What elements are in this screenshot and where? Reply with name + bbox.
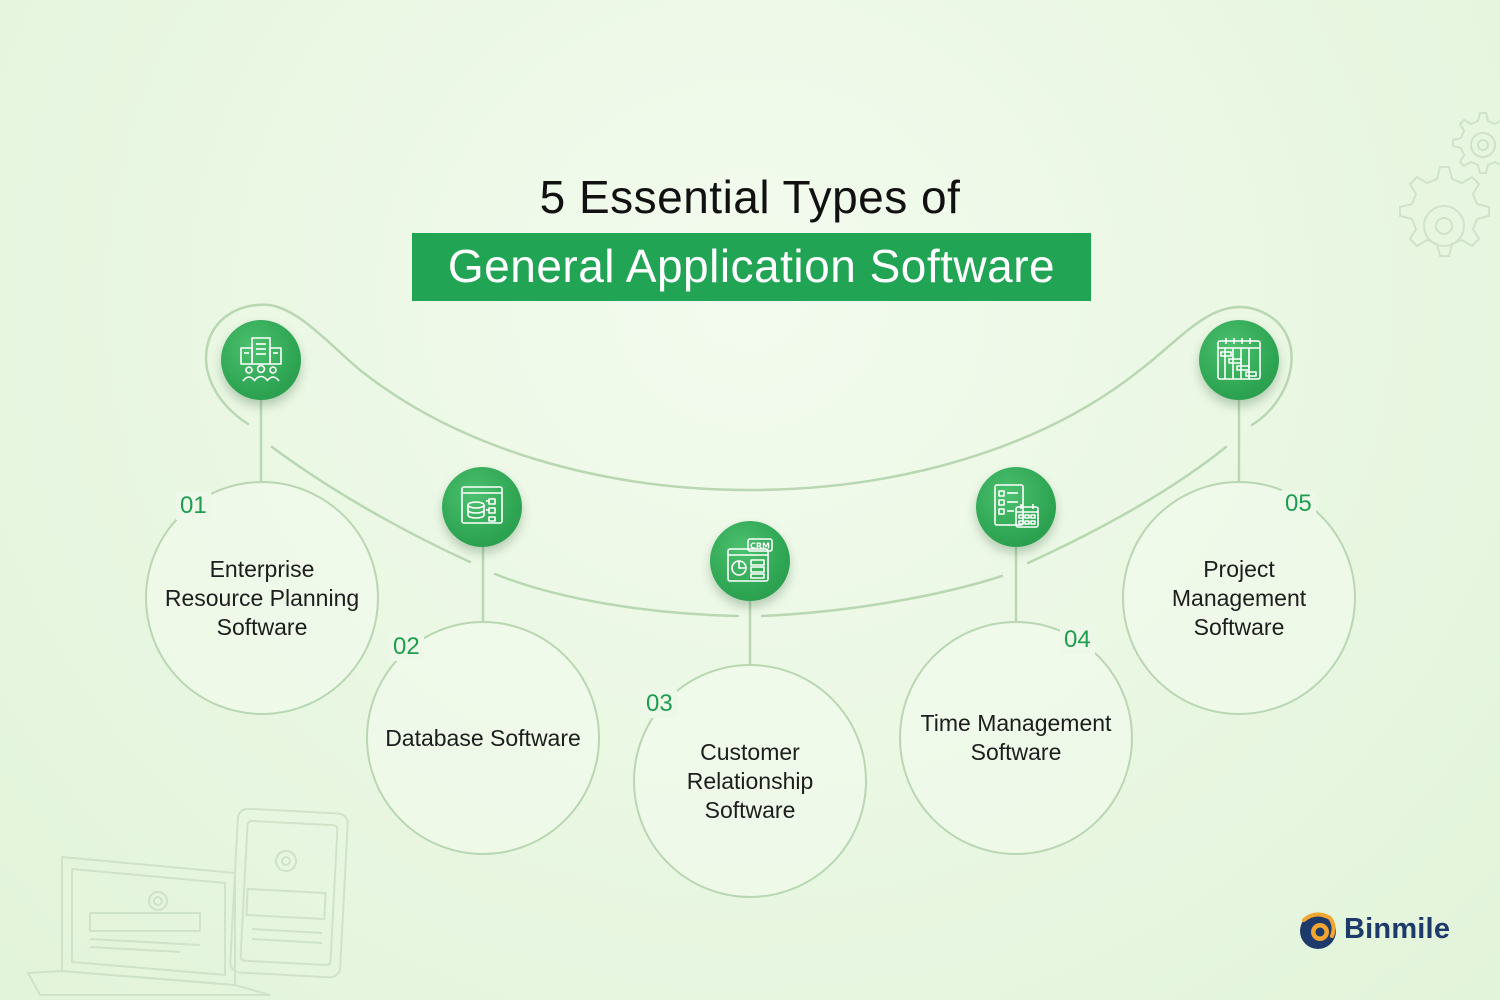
item-number-02: 02 (389, 633, 424, 661)
checklist-calendar-icon (976, 467, 1056, 547)
item-label-02: Database Software (385, 724, 581, 751)
brand-logo: Binmile (1296, 906, 1450, 952)
item-circle-01: Enterprise Resource Planning Software (145, 481, 379, 715)
database-icon (442, 467, 522, 547)
item-label-04: Time Management Software (920, 710, 1112, 765)
item-number-04: 04 (1060, 626, 1095, 654)
item-circle-05: Project Management Software (1122, 481, 1356, 715)
building-team-icon (221, 320, 301, 400)
svg-text:CRM: CRM (750, 542, 770, 551)
title-line-2: General Application Software (412, 233, 1091, 301)
item-label-03: Customer Relationship Software (686, 738, 814, 823)
title-line-1: 5 Essential Types of (539, 171, 961, 223)
item-number-01: 01 (176, 492, 211, 520)
gear-icon (1399, 112, 1500, 257)
gantt-chart-icon (1199, 320, 1279, 400)
laptop-illustration (27, 856, 271, 996)
binmile-logo-icon (1300, 912, 1336, 949)
item-label-05: Project Management Software (1171, 555, 1307, 640)
crm-icon: CRM (710, 521, 790, 601)
item-number-05: 05 (1281, 490, 1316, 518)
tablet-illustration (229, 807, 349, 979)
item-label-01: Enterprise Resource Planning Software (164, 555, 360, 640)
brand-name: Binmile (1344, 912, 1451, 945)
item-circle-04: Time Management Software (899, 621, 1133, 855)
item-number-03: 03 (642, 690, 677, 718)
